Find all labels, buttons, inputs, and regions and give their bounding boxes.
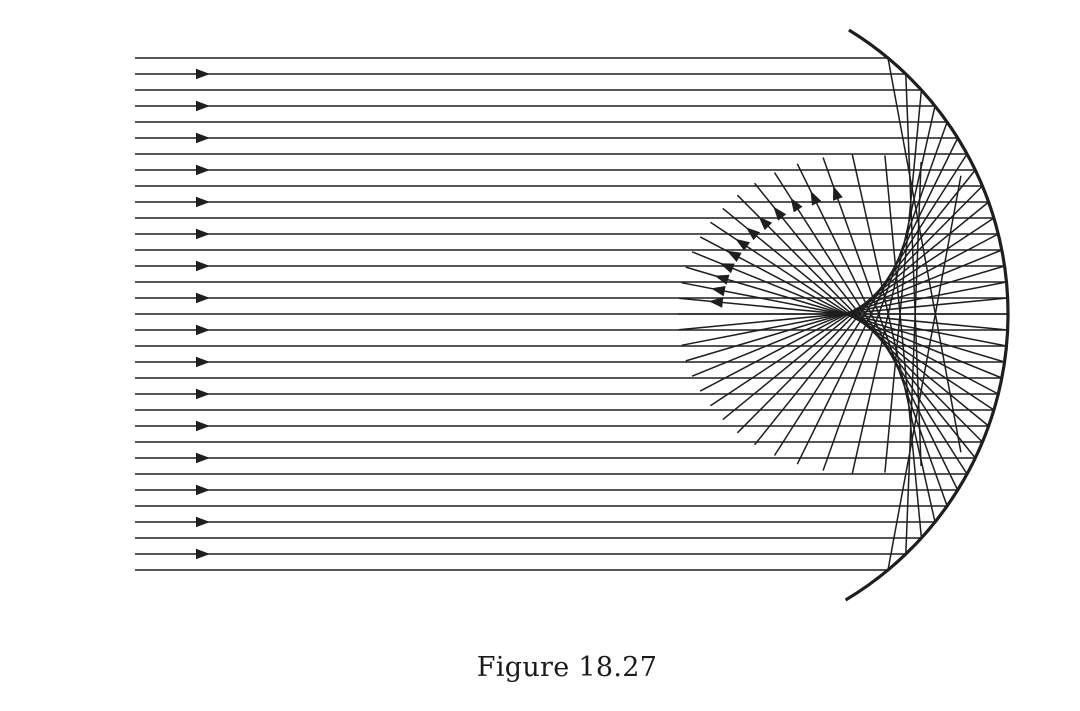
reflected-ray-arrowhead: [719, 263, 735, 274]
reflected-ray: [796, 163, 959, 491]
incoming-ray-arrowhead: [196, 228, 210, 240]
incoming-ray-arrowhead: [196, 356, 210, 368]
incoming-ray-arrowhead: [196, 132, 210, 144]
reflected-ray: [709, 221, 995, 411]
reflected-ray: [822, 157, 948, 507]
reflected-ray-arrowhead: [726, 250, 742, 262]
reflected-ray: [773, 172, 968, 475]
reflected-ray: [773, 153, 968, 456]
figure-caption: Figure 18.27: [476, 652, 658, 683]
incoming-ray-arrowhead: [196, 484, 210, 496]
incoming-ray-arrowhead: [196, 196, 210, 208]
reflected-ray-arrowhead: [810, 190, 822, 206]
reflected-ray: [699, 236, 999, 395]
incoming-parallel-rays: [135, 57, 1008, 571]
incoming-ray-arrowhead: [196, 548, 210, 560]
reflected-ray: [884, 89, 923, 473]
incoming-ray-arrowhead: [196, 324, 210, 336]
reflected-ray: [884, 155, 923, 539]
reflected-ray-arrowhead: [714, 274, 730, 285]
reflected-ray: [905, 161, 922, 555]
reflected-ray-arrowhead: [790, 197, 803, 213]
incoming-ray-arrowhead: [196, 388, 210, 400]
reflected-ray: [722, 207, 990, 427]
incoming-ray-arrowhead: [196, 420, 210, 432]
reflected-ray: [905, 73, 922, 467]
concave-mirror: [844, 28, 1010, 602]
reflected-rays: [678, 57, 1008, 571]
reflected-ray: [887, 175, 962, 571]
incoming-ray-arrowhead: [196, 100, 210, 112]
incoming-ray-arrowhead: [196, 164, 210, 176]
reflected-ray-arrowhead: [710, 286, 726, 297]
reflected-ray: [736, 194, 983, 443]
ray-arrowheads: [196, 68, 843, 560]
reflected-ray: [754, 182, 976, 459]
reflected-ray-arrowhead: [735, 238, 750, 251]
reflected-ray-arrowhead: [833, 185, 843, 201]
incoming-ray-arrowhead: [196, 68, 210, 80]
incoming-ray-arrowhead: [196, 260, 210, 272]
incoming-ray-arrowhead: [196, 452, 210, 464]
incoming-ray-arrowhead: [196, 292, 210, 304]
reflected-ray: [822, 121, 948, 471]
reflected-ray-arrowhead: [708, 297, 724, 308]
reflected-ray-arrowhead: [773, 206, 787, 221]
reflected-ray-arrowhead: [746, 227, 761, 241]
incoming-ray-arrowhead: [196, 516, 210, 528]
reflected-ray: [851, 154, 936, 523]
reflected-ray-arrowhead: [758, 216, 773, 231]
